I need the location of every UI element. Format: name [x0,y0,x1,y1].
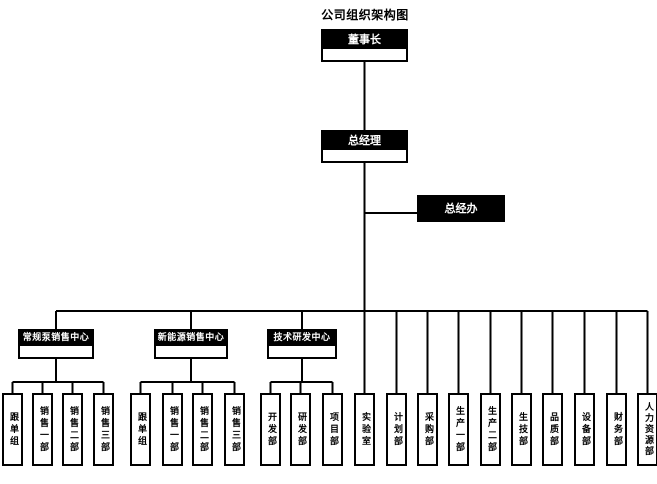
node-dept-planning: 计划部 [386,393,407,466]
node-center-pump-sales: 常规泵销售中心 [18,329,94,359]
node-dept-g1-order-tracking: 跟单组 [2,393,23,466]
node-center-pump-sales-body [20,346,92,357]
node-dept-laboratory: 实验室 [354,393,375,466]
node-general-manager-label: 总经理 [323,132,406,150]
node-center-rnd: 技术研发中心 [267,329,337,359]
node-dept-g2-sales-2: 销售二部 [192,393,213,466]
node-dept-production-1: 生产一部 [448,393,469,466]
node-dept-finance: 财务部 [606,393,627,466]
node-center-rnd-label: 技术研发中心 [269,331,335,346]
node-center-rnd-body [269,346,335,357]
node-dept-quality: 品质部 [542,393,563,466]
node-dept-development: 开发部 [260,393,281,466]
node-center-new-energy-sales-label: 新能源销售中心 [156,331,226,346]
node-dept-production-2: 生产二部 [480,393,501,466]
node-center-pump-sales-label: 常规泵销售中心 [20,331,92,346]
node-chairman: 董事长 [321,29,408,62]
node-general-manager-body [323,150,406,161]
node-dept-g2-sales-3: 销售三部 [224,393,245,466]
node-gm-office: 总经办 [417,195,505,222]
node-chairman-body [323,49,406,60]
node-dept-g1-sales-1: 销售一部 [32,393,53,466]
node-dept-purchasing: 采购部 [417,393,438,466]
node-dept-project: 项目部 [322,393,343,466]
chart-title: 公司组织架构图 [321,8,409,22]
node-center-new-energy-sales-body [156,346,226,357]
node-center-new-energy-sales: 新能源销售中心 [154,329,228,359]
node-chairman-label: 董事长 [323,31,406,49]
node-general-manager: 总经理 [321,130,408,163]
node-dept-g1-sales-2: 销售二部 [62,393,83,466]
node-dept-equipment: 设备部 [574,393,595,466]
node-dept-g1-sales-3: 销售三部 [93,393,114,466]
node-dept-rnd: 研发部 [290,393,311,466]
node-dept-production-tech: 生技部 [511,393,532,466]
node-dept-g2-order-tracking: 跟单组 [130,393,151,466]
node-dept-human-resources: 人力资源部 [637,393,657,466]
node-dept-g2-sales-1: 销售一部 [162,393,183,466]
